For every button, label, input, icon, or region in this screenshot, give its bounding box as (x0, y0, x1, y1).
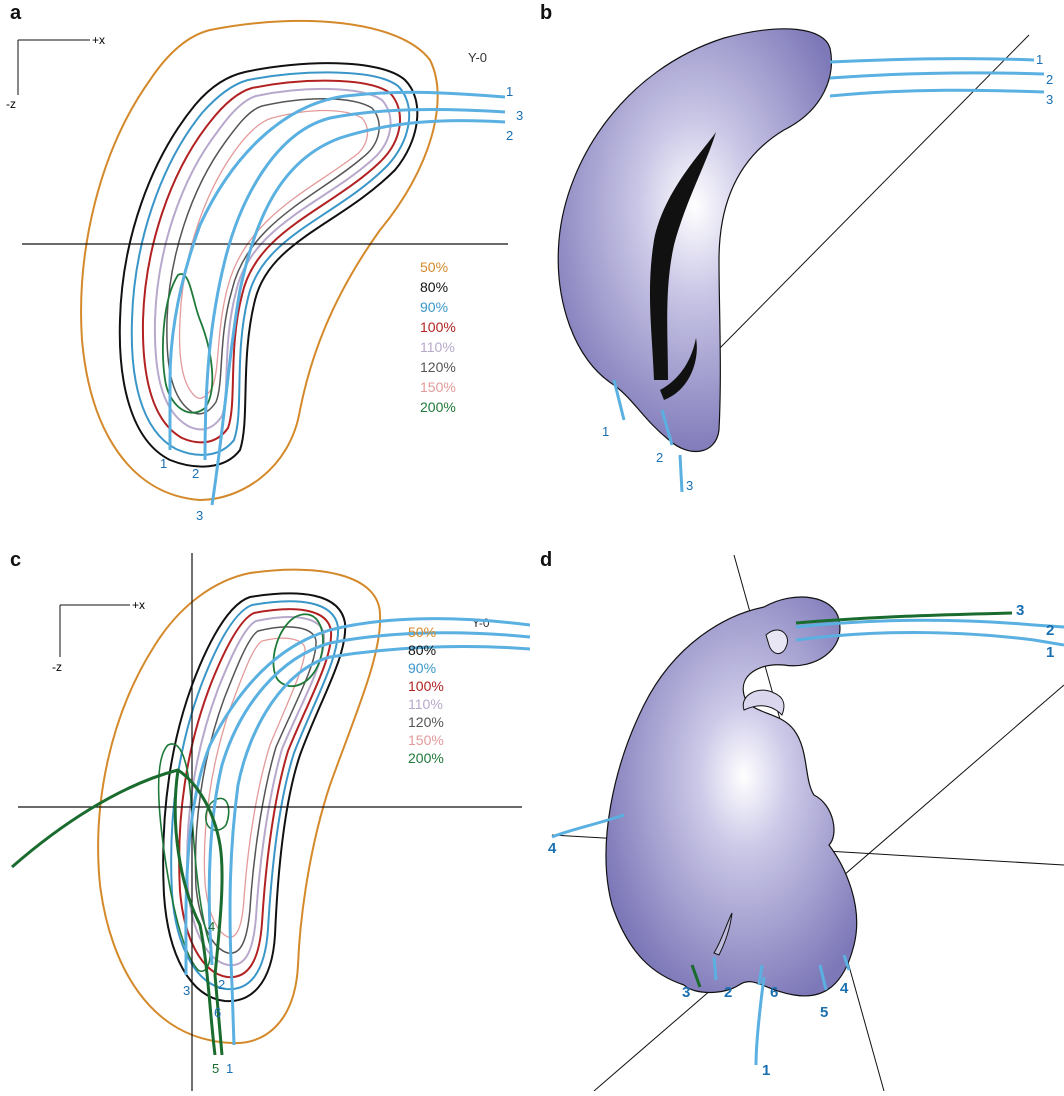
needle-label: 4 (548, 840, 557, 857)
needle-label: 3 (686, 478, 693, 493)
needle-label: 1 (1046, 644, 1054, 661)
needle-label: 3 (682, 984, 690, 1001)
needle-label: 2 (656, 450, 663, 465)
axis-x-label: +x (132, 598, 145, 612)
legend-item: 100% (420, 319, 456, 335)
legend-item: 80% (408, 642, 436, 658)
y-plane-tag: Y-0 (468, 50, 487, 65)
panel-c-isodose-plot: +x -z Y-0 4 3 (0, 545, 530, 1091)
panel-d: d 3 (534, 545, 1064, 1091)
legend-item: 150% (408, 732, 444, 748)
needle-label: 1 (1036, 52, 1043, 67)
needle-label: 5 (212, 1061, 219, 1076)
axis-indicator: +x -z (6, 33, 105, 111)
needle-label: 1 (602, 424, 609, 439)
legend-item: 110% (420, 339, 455, 355)
needle-label: 1 (762, 1062, 770, 1079)
needle-label: 1 (226, 1061, 233, 1076)
needle-3-lower (680, 455, 682, 492)
needle-label: 2 (1046, 72, 1053, 87)
isodose-legend: 50% 80% 90% 100% 110% 120% 150% 200% (408, 624, 444, 766)
needle-label: 4 (840, 980, 849, 997)
needle-label: 3 (1046, 92, 1053, 107)
needle-label: 2 (192, 466, 199, 481)
isodose-200-small (206, 798, 229, 830)
organ-surface (606, 597, 857, 996)
axis-indicator: +x -z (52, 598, 145, 674)
axis-z-label: -z (52, 660, 62, 674)
legend-item: 120% (408, 714, 444, 730)
legend-item: 110% (408, 696, 443, 712)
legend-item: 50% (408, 624, 436, 640)
needle-label: 2 (506, 128, 513, 143)
isodose-legend: 50% 80% 90% 100% 110% 120% 150% 200% (420, 259, 456, 415)
isodose-100 (143, 81, 400, 443)
axis-x-label: +x (92, 33, 105, 47)
panel-c-label: c (10, 549, 21, 572)
y-plane-tag: Y-0 (472, 616, 490, 630)
needle-2-upper (212, 121, 505, 505)
legend-item: 100% (408, 678, 444, 694)
panel-a: a +x -z Y-0 1 3 2 (0, 0, 530, 540)
panel-a-isodose-plot: +x -z Y-0 1 3 2 1 2 3 50 (0, 0, 530, 540)
needle-label: 5 (820, 1004, 828, 1021)
needle-2 (830, 73, 1044, 78)
needle-label: 2 (1046, 622, 1054, 639)
legend-item: 150% (420, 379, 456, 395)
legend-item: 120% (420, 359, 456, 375)
organ-surface (558, 29, 831, 452)
needle-2-lower (714, 957, 716, 980)
panel-b: b 1 2 3 1 2 3 (534, 0, 1064, 540)
needle-label: 3 (183, 983, 190, 998)
panel-b-label: b (540, 2, 552, 25)
needle-label: 2 (218, 977, 225, 992)
needle-label: 2 (724, 984, 732, 1001)
needle-3-upper (205, 110, 505, 460)
panel-d-3d-render: 3 2 1 4 3 2 6 4 5 1 (534, 545, 1064, 1091)
panel-a-label: a (10, 2, 21, 25)
needles (186, 619, 530, 1045)
legend-item: 200% (408, 750, 444, 766)
needle-label: 1 (160, 456, 167, 471)
needle-label: 3 (196, 508, 203, 523)
panel-d-label: d (540, 549, 552, 572)
needle-1-upper (170, 92, 505, 450)
legend-item: 200% (420, 399, 456, 415)
needle-3 (830, 90, 1044, 96)
axis-z-label: -z (6, 97, 16, 111)
needle-label: 6 (770, 984, 778, 1001)
panel-b-3d-render: 1 2 3 1 2 3 (534, 0, 1064, 540)
panel-c: c +x -z Y-0 (0, 545, 530, 1091)
needle-label: 3 (516, 108, 523, 123)
legend-item: 90% (408, 660, 436, 676)
needle-label: 3 (1016, 602, 1024, 619)
legend-item: 50% (420, 259, 448, 275)
legend-item: 90% (420, 299, 448, 315)
legend-item: 80% (420, 279, 448, 295)
isodose-120 (167, 99, 379, 414)
needle-label-group: 4 (208, 919, 215, 934)
needle-label: 1 (506, 84, 513, 99)
needle-1-lower (756, 977, 764, 1065)
needle-label: 4 (208, 919, 215, 934)
isodose-80 (120, 63, 418, 466)
needle-label: 6 (214, 1005, 221, 1020)
